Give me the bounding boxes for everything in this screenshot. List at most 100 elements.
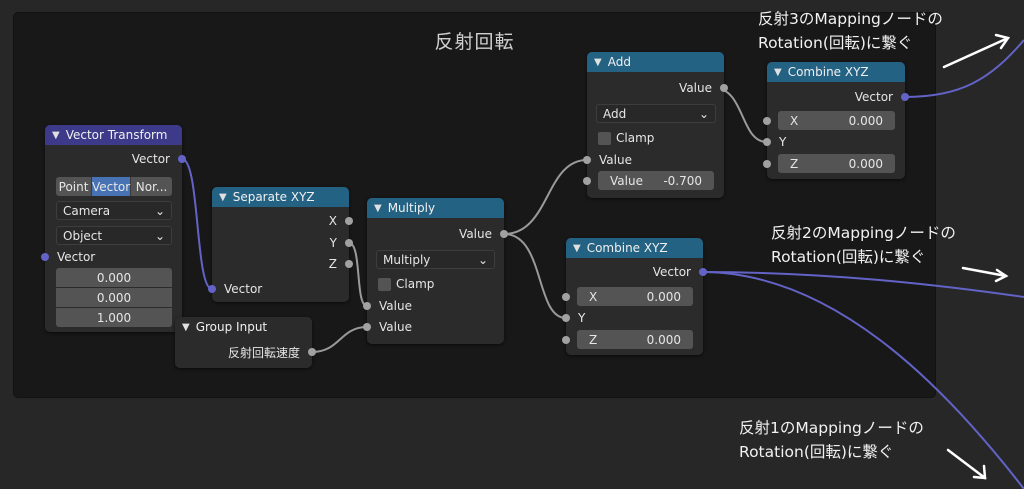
- checkbox-box[interactable]: [378, 277, 391, 291]
- input-label: Vector: [224, 282, 263, 296]
- input-socket[interactable]: [41, 253, 49, 261]
- output-socket[interactable]: [345, 260, 353, 268]
- output-socket[interactable]: [308, 348, 316, 356]
- mode-normal-button[interactable]: Nor...: [131, 177, 172, 196]
- vector-x-field[interactable]: 0.000: [56, 268, 172, 287]
- output-vector-row: Vector: [767, 87, 905, 107]
- mode-selector[interactable]: Point Vector Nor...: [56, 177, 172, 196]
- node-header[interactable]: ▼ Vector Transform: [45, 125, 182, 145]
- annotation-reflection-3: 反射3のMappingノードの Rotation(回転)に繋ぐ: [758, 7, 943, 55]
- output-socket[interactable]: [178, 155, 186, 163]
- output-socket[interactable]: [720, 84, 728, 92]
- operation-dropdown[interactable]: Multiply⌄: [376, 250, 495, 269]
- field-value: 0.000: [646, 289, 681, 304]
- output-label: Vector: [652, 265, 691, 279]
- output-socket[interactable]: [699, 268, 707, 276]
- multiply-node[interactable]: ▼ Multiply Value Multiply⌄ Clamp Value Va…: [363, 198, 508, 344]
- chevron-down-icon[interactable]: ▼: [594, 56, 602, 68]
- chevron-down-icon: ⌄: [477, 252, 488, 267]
- vector-z-field[interactable]: 1.000: [56, 308, 172, 327]
- to-space-dropdown[interactable]: Object⌄: [56, 226, 172, 245]
- output-label: Vector: [854, 90, 893, 104]
- node-header[interactable]: ▼ Separate XYZ: [212, 187, 349, 207]
- frame-label: 反射回転: [434, 31, 515, 53]
- input-socket[interactable]: [562, 336, 570, 344]
- node-header[interactable]: ▼ Add: [587, 52, 724, 72]
- separate-xyz-node[interactable]: ▼Separate XYZ X Y Z Vector: [208, 187, 353, 302]
- checkbox-box[interactable]: [598, 131, 611, 145]
- node-title: Combine XYZ: [787, 65, 869, 79]
- link-group-input-to-multiply: [311, 326, 368, 353]
- output-socket[interactable]: [500, 230, 508, 238]
- node-title: Multiply: [387, 201, 436, 215]
- input-label: Value: [599, 153, 632, 167]
- node-header[interactable]: ▼Group Input: [175, 317, 312, 338]
- input-socket[interactable]: [763, 138, 771, 146]
- link-multiply-to-add: [503, 159, 588, 235]
- annotation-line: 反射3のMappingノードの: [758, 10, 943, 28]
- output-label: Z: [328, 257, 337, 271]
- node-header[interactable]: ▼ Combine XYZ: [767, 62, 905, 82]
- annotation-reflection-2: 反射2のMappingノードの Rotation(回転)に繋ぐ: [771, 221, 956, 269]
- output-socket[interactable]: [345, 217, 353, 225]
- node-header[interactable]: ▼ Multiply: [367, 198, 504, 218]
- input-socket[interactable]: [363, 302, 371, 310]
- output-row: 反射回転速度: [175, 342, 312, 362]
- output-z-row: Z: [212, 254, 349, 274]
- input-socket[interactable]: [583, 177, 591, 185]
- field-value: 0.000: [646, 332, 681, 347]
- mode-vector-button[interactable]: Vector: [92, 177, 132, 196]
- field-value: -0.700: [663, 173, 702, 188]
- input-socket[interactable]: [562, 293, 570, 301]
- from-space-dropdown[interactable]: Camera⌄: [56, 201, 172, 220]
- value-field[interactable]: Value-0.700: [598, 171, 714, 190]
- output-x-row: X: [212, 211, 349, 231]
- add-node[interactable]: ▼Add Value Add⌄ Clamp Value Value-0.700: [583, 52, 728, 198]
- clamp-checkbox[interactable]: Clamp: [378, 277, 434, 291]
- mode-point-button[interactable]: Point: [56, 177, 93, 196]
- node-title: Add: [607, 55, 631, 69]
- annotation-reflection-1: 反射1のMappingノードの Rotation(回転)に繋ぐ: [739, 416, 924, 464]
- chevron-down-icon[interactable]: ▼: [52, 129, 60, 141]
- annotation-line: 反射1のMappingノードの: [739, 419, 924, 437]
- group-input-node[interactable]: ▼Group Input 反射回転速度: [175, 317, 316, 368]
- chevron-down-icon[interactable]: ▼: [573, 242, 581, 254]
- chevron-down-icon[interactable]: ▼: [182, 321, 190, 333]
- node-header[interactable]: ▼ Combine XYZ: [566, 238, 703, 258]
- chevron-down-icon[interactable]: ▼: [774, 66, 782, 78]
- arrow-icon: [946, 448, 987, 480]
- chevron-down-icon[interactable]: ▼: [374, 202, 382, 214]
- chevron-down-icon[interactable]: ▼: [219, 191, 227, 203]
- operation-dropdown[interactable]: Add⌄: [596, 104, 716, 123]
- link-combine-mid-down: [701, 271, 1024, 489]
- node-title: Separate XYZ: [232, 190, 315, 204]
- node-title: Combine XYZ: [586, 241, 668, 255]
- output-socket[interactable]: [901, 93, 909, 101]
- input-socket[interactable]: [208, 285, 216, 293]
- field-label: Z: [790, 156, 799, 171]
- clamp-checkbox[interactable]: Clamp: [598, 131, 654, 145]
- output-label: 反射回転速度: [227, 345, 300, 360]
- input-label: Y: [779, 135, 787, 149]
- vector-transform-node[interactable]: ▼ Vector Transform Vector Point Vector No…: [41, 125, 186, 332]
- input-socket[interactable]: [763, 160, 771, 168]
- output-socket[interactable]: [345, 239, 353, 247]
- node-title: Vector Transform: [65, 128, 168, 142]
- input-socket[interactable]: [583, 156, 591, 164]
- vector-y-field[interactable]: 0.000: [56, 288, 172, 307]
- input-label: Value: [379, 320, 412, 334]
- input-value-row: Value: [367, 296, 504, 316]
- input-socket[interactable]: [763, 117, 771, 125]
- input-socket[interactable]: [363, 323, 371, 331]
- annotation-line: 反射2のMappingノードの: [771, 224, 956, 242]
- input-socket[interactable]: [562, 314, 570, 322]
- output-label: Value: [459, 227, 492, 241]
- input-y-row: Y: [767, 132, 905, 152]
- link-transform-to-separate: [181, 158, 213, 290]
